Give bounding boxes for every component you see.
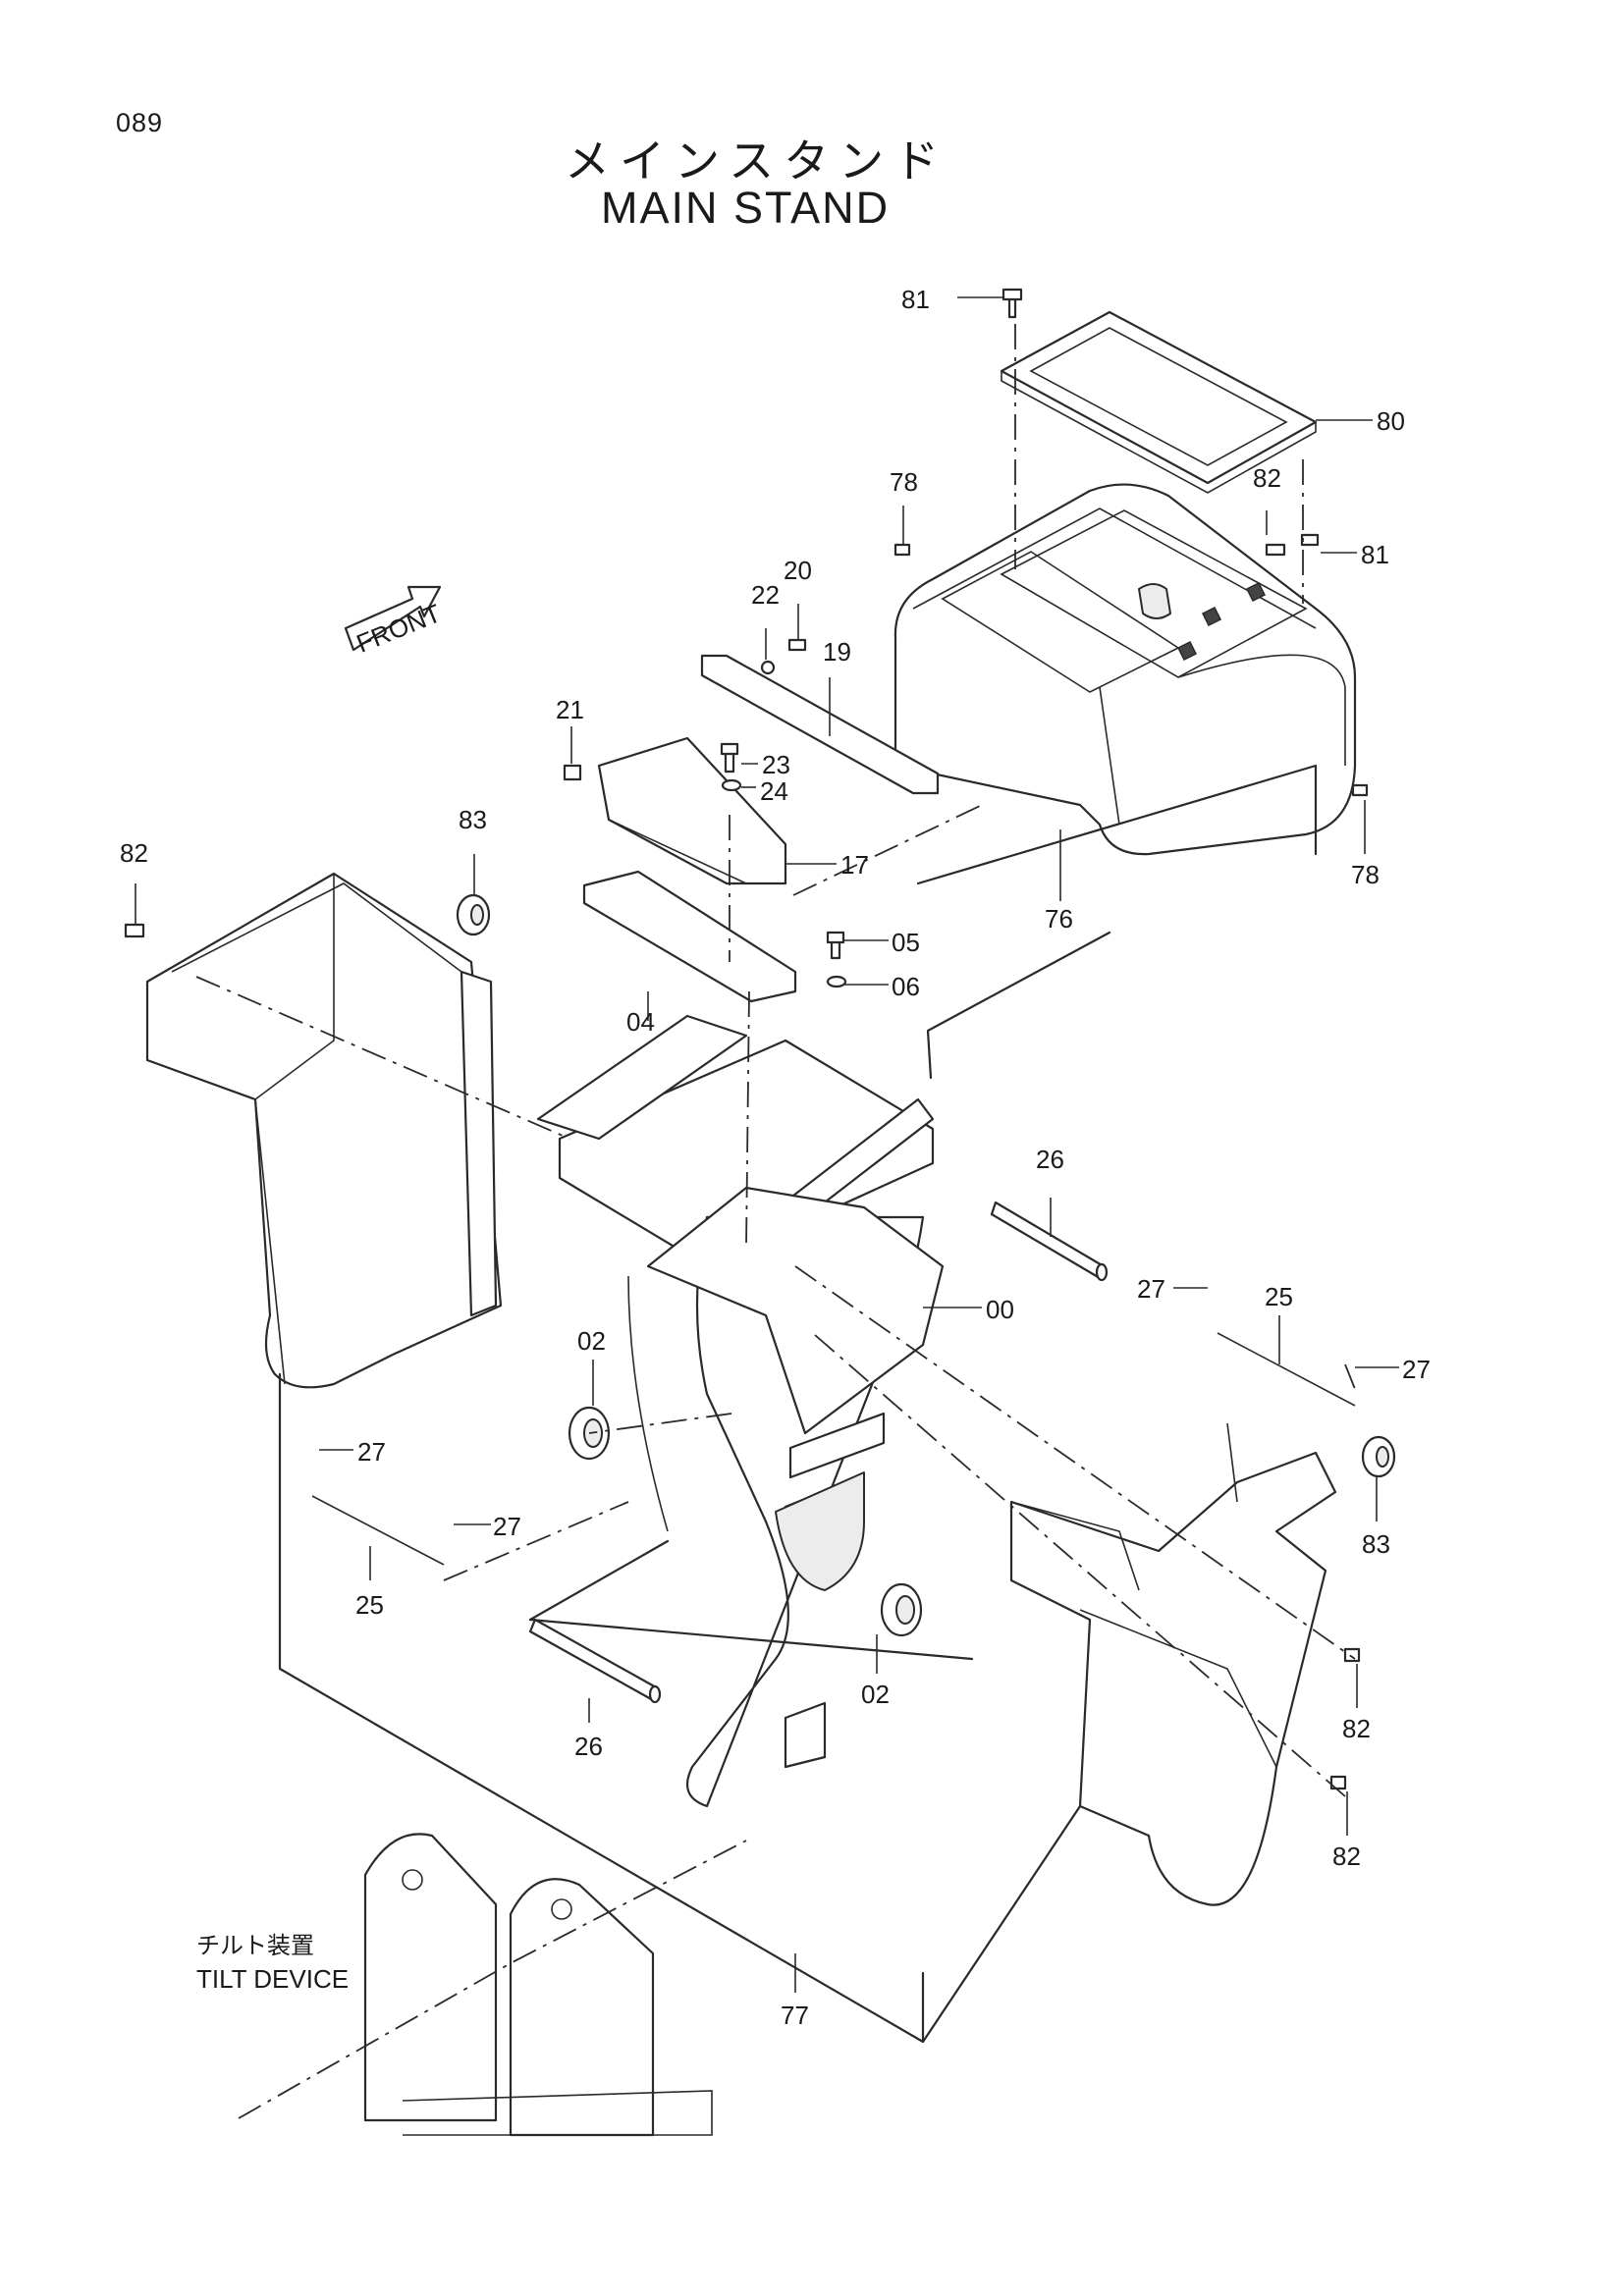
plate-19 bbox=[700, 654, 940, 795]
callout-83: 83 bbox=[1362, 1529, 1390, 1559]
leader-lines bbox=[135, 296, 1399, 1993]
callout-26: 26 bbox=[574, 1732, 603, 1761]
rod-25-lower bbox=[311, 1495, 445, 1566]
tilt-device-label-en: TILT DEVICE bbox=[196, 1964, 349, 1994]
callout-78: 78 bbox=[1351, 860, 1380, 889]
callout-00: 00 bbox=[986, 1295, 1014, 1324]
pin-26-upper bbox=[990, 1201, 1109, 1282]
callout-82: 82 bbox=[1253, 463, 1281, 493]
callout-25: 25 bbox=[1265, 1282, 1293, 1311]
page-number: 089 bbox=[116, 108, 164, 137]
callout-80: 80 bbox=[1377, 406, 1405, 436]
callout-83: 83 bbox=[459, 805, 487, 834]
pin-26-lower bbox=[528, 1618, 662, 1704]
grommet-83-right bbox=[1361, 1435, 1396, 1478]
callout-76: 76 bbox=[1045, 904, 1073, 934]
callout-77: 77 bbox=[781, 2001, 809, 2030]
callout-82: 82 bbox=[120, 838, 148, 868]
callout-17: 17 bbox=[840, 850, 869, 880]
right-shroud bbox=[1009, 1422, 1337, 1906]
title-english: MAIN STAND bbox=[601, 183, 891, 233]
callout-81: 81 bbox=[1361, 540, 1389, 569]
callout-04: 04 bbox=[626, 1007, 655, 1037]
callout-24: 24 bbox=[760, 776, 788, 806]
grommet-02-right bbox=[880, 1582, 923, 1637]
tilt-device-label-jp: チルト装置 bbox=[196, 1932, 314, 1959]
callout-25: 25 bbox=[355, 1590, 384, 1620]
callout-82: 82 bbox=[1342, 1714, 1371, 1743]
callout-21: 21 bbox=[556, 695, 584, 724]
callout-05: 05 bbox=[892, 928, 920, 957]
callout-27: 27 bbox=[1402, 1355, 1431, 1384]
callout-27: 27 bbox=[493, 1512, 521, 1541]
plate-04 bbox=[582, 870, 797, 1003]
bolts bbox=[124, 288, 1369, 1790]
title-japanese: メインスタンド bbox=[565, 134, 949, 187]
main-stand-frame bbox=[536, 1014, 945, 1808]
rod-25-upper bbox=[1217, 1332, 1356, 1407]
callout-02: 02 bbox=[577, 1326, 606, 1356]
plate-17 bbox=[597, 736, 787, 885]
callout-numbers: 81 80 78 82 81 22 20 19 21 23 24 17 76 7… bbox=[120, 285, 1431, 2030]
callout-20: 20 bbox=[784, 556, 812, 585]
console-box bbox=[893, 483, 1357, 856]
callout-22: 22 bbox=[751, 580, 780, 610]
callout-81: 81 bbox=[901, 285, 930, 314]
callout-23: 23 bbox=[762, 750, 790, 779]
cover-plate bbox=[1000, 310, 1318, 494]
callout-02: 02 bbox=[861, 1680, 890, 1709]
callout-27: 27 bbox=[1137, 1274, 1165, 1304]
front-arrow: FRONT bbox=[344, 585, 445, 659]
callout-06: 06 bbox=[892, 972, 920, 1001]
front-label: FRONT bbox=[352, 598, 445, 658]
callout-26: 26 bbox=[1036, 1145, 1064, 1174]
callout-78: 78 bbox=[890, 467, 918, 497]
callout-19: 19 bbox=[823, 637, 851, 667]
left-shroud bbox=[145, 872, 503, 1389]
grommet-83-left bbox=[456, 893, 491, 936]
callout-27: 27 bbox=[357, 1437, 386, 1467]
reference-lines bbox=[195, 324, 1356, 2119]
callout-82: 82 bbox=[1332, 1842, 1361, 1871]
tilt-device bbox=[363, 1833, 713, 2137]
